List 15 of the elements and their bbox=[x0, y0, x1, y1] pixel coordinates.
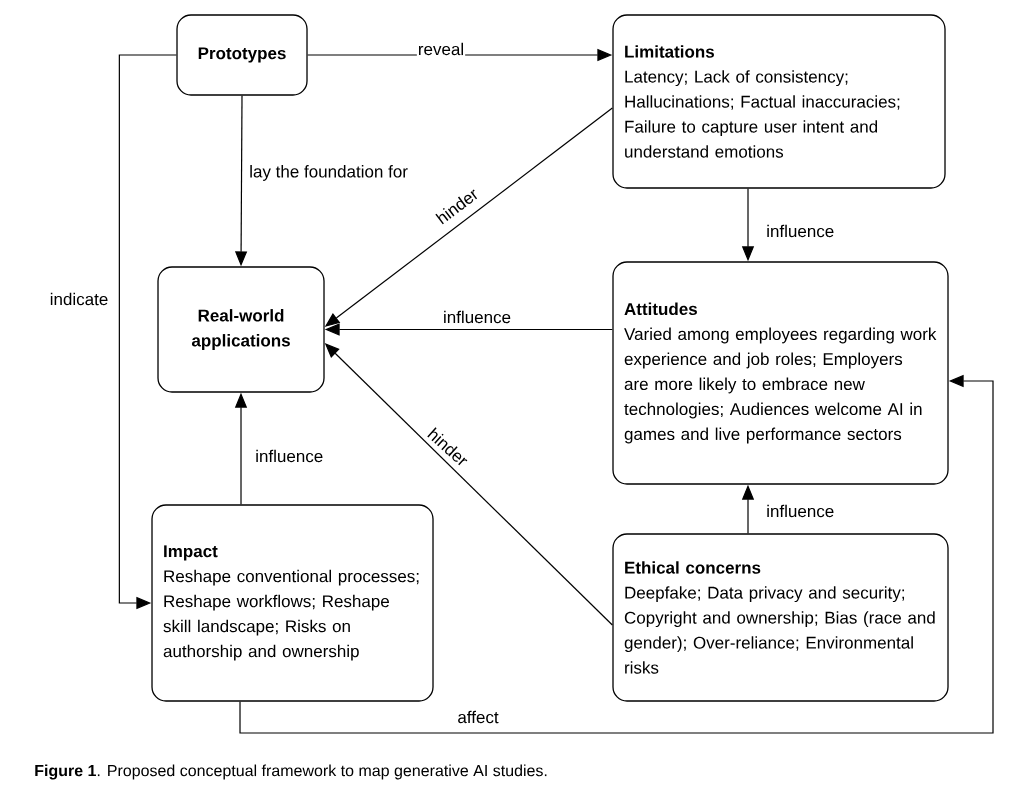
edge-label: indicate bbox=[48, 291, 110, 307]
concept-box: Impact Reshape conventional processes; Reshape workflows; Reshape skill landscape; Risks on authorship and ownership bbox=[151, 504, 434, 702]
figure-caption: Figure 1. Proposed conceptual framework to map generative AI studies. bbox=[35, 764, 547, 780]
edge-label: influence bbox=[442, 309, 513, 325]
edge-label: influence bbox=[765, 503, 836, 519]
edge-label: influence bbox=[254, 448, 325, 464]
concept-box: Limitations Latency; Lack of consistency; Hallucinations; Factual inaccuracies; Failure to capture user intent and understand emotions bbox=[612, 14, 946, 189]
concept-box: Prototypes bbox=[176, 14, 308, 96]
concept-box: Ethical concerns Deepfake; Data privacy and security; Copyright and ownership; Bias (race and gender); Over-reliance; Environmental risks bbox=[612, 533, 949, 702]
edge-label: influence bbox=[765, 223, 836, 239]
edge-label: affect bbox=[456, 709, 500, 725]
concept-box: Attitudes Varied among employees regarding work experience and job roles; Employers are more likely to embrace new technologies; Audiences welcome AI in games and live performance sectors bbox=[612, 261, 949, 485]
edge-label: reveal bbox=[416, 41, 466, 57]
edge-label: lay the foundation for bbox=[248, 164, 409, 182]
concept-box: Real-world applications bbox=[157, 266, 325, 393]
